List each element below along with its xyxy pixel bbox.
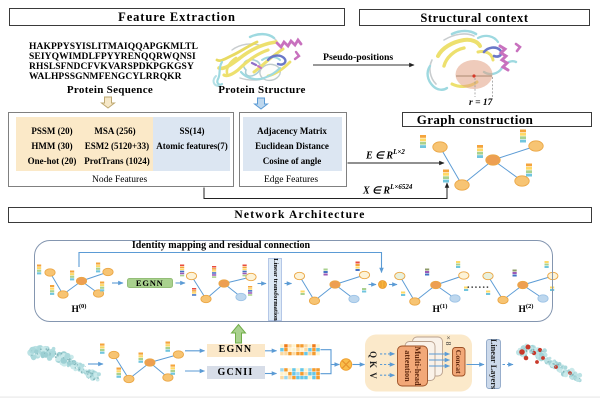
- svg-text:......: ......: [467, 280, 490, 291]
- svg-text:Linear Layers: Linear Layers: [489, 339, 498, 390]
- svg-text:Multi-head: Multi-head: [413, 346, 422, 386]
- svg-text:Concat: Concat: [454, 350, 463, 374]
- svg-text:V: V: [368, 372, 378, 379]
- svg-text:× 8: × 8: [444, 336, 453, 346]
- svg-text:Q: Q: [368, 351, 378, 358]
- svg-text:K: K: [368, 361, 378, 368]
- svg-text:attention: attention: [403, 350, 412, 382]
